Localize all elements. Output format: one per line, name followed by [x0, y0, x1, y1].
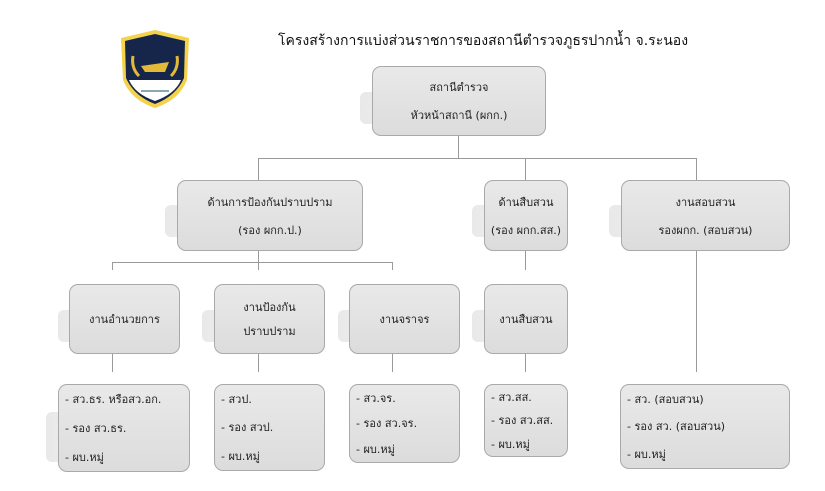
- staff-item: - รอง สว. (สอบสวน): [627, 420, 726, 434]
- org-node-investigation-division: ด้านสืบสวน (รอง ผกก.สส.): [484, 180, 568, 251]
- node-subtitle: รองผกก. (สอบสวน): [658, 223, 753, 237]
- staff-item: - สว. (สอบสวน): [627, 392, 704, 406]
- staff-item: - ผบ.หมู่: [221, 449, 260, 463]
- org-node-investigation-unit: งานสืบสวน: [484, 284, 568, 354]
- staff-list-admin: - สว.ธร. หรือสว.อก. - รอง สว.ธร. - ผบ.หม…: [58, 384, 190, 472]
- staff-item: - สว.จร.: [356, 391, 396, 405]
- staff-item: - สว.สส.: [491, 390, 532, 404]
- staff-item: - รอง สว.ธร.: [65, 421, 127, 435]
- staff-list-inquiry: - สว. (สอบสวน) - รอง สว. (สอบสวน) - ผบ.ห…: [620, 384, 790, 469]
- staff-item: - รอง สว.จร.: [356, 417, 418, 431]
- connector: [525, 354, 526, 372]
- connector: [112, 262, 393, 263]
- connector: [258, 251, 259, 270]
- org-node-traffic-unit: งานจราจร: [349, 284, 460, 354]
- staff-item: - ผบ.หมู่: [491, 438, 530, 452]
- node-title-line2: ปราบปราม: [243, 325, 296, 338]
- staff-item: - รอง สว.สส.: [491, 414, 554, 428]
- node-title: สถานีตำรวจ: [429, 81, 489, 94]
- node-title: งานจราจร: [379, 313, 430, 326]
- staff-list-suppression: - สวป. - รอง สวป. - ผบ.หมู่: [214, 384, 325, 471]
- node-title: งานสอบสวน: [675, 195, 736, 209]
- org-node-inquiry-division: งานสอบสวน รองผกก. (สอบสวน): [621, 180, 790, 251]
- staff-item: - สว.ธร. หรือสว.อก.: [65, 393, 162, 407]
- connector: [525, 158, 526, 180]
- police-station-logo: [121, 30, 189, 108]
- staff-item: - ผบ.หมู่: [356, 443, 395, 457]
- connector: [458, 136, 459, 158]
- connector: [258, 158, 259, 180]
- node-subtitle: (รอง ผกก.ป.): [238, 223, 302, 237]
- org-node-prevention-division: ด้านการป้องกันปราบปราม (รอง ผกก.ป.): [177, 180, 363, 251]
- connector: [392, 354, 393, 372]
- node-title: ด้านการป้องกันปราบปราม: [207, 195, 333, 209]
- connector: [696, 158, 697, 180]
- staff-item: - ผบ.หมู่: [65, 450, 104, 464]
- staff-item: - ผบ.หมู่: [627, 448, 666, 462]
- connector: [258, 354, 259, 372]
- node-title: ด้านสืบสวน: [498, 195, 554, 209]
- node-title: งานอำนวยการ: [89, 313, 160, 326]
- connector: [392, 262, 393, 270]
- connector: [258, 158, 697, 159]
- connector: [696, 251, 697, 372]
- org-node-station-head: สถานีตำรวจ หัวหน้าสถานี (ผกก.): [372, 66, 546, 136]
- connector: [112, 262, 113, 270]
- node-subtitle: หัวหน้าสถานี (ผกก.): [410, 109, 508, 122]
- connector: [525, 251, 526, 270]
- staff-list-traffic: - สว.จร. - รอง สว.จร. - ผบ.หมู่: [349, 384, 460, 463]
- staff-item: - สวป.: [221, 393, 252, 407]
- node-subtitle: (รอง ผกก.สส.): [490, 223, 562, 237]
- node-title: งานสืบสวน: [499, 313, 553, 326]
- org-node-admin-unit: งานอำนวยการ: [69, 284, 180, 354]
- node-title: งานป้องกัน: [243, 301, 296, 314]
- org-node-suppression-unit: งานป้องกัน ปราบปราม: [214, 284, 325, 354]
- staff-item: - รอง สวป.: [221, 421, 274, 435]
- page-title: โครงสร้างการแบ่งส่วนราชการของสถานีตำรวจภ…: [278, 33, 689, 49]
- connector: [112, 354, 113, 372]
- staff-list-investigation: - สว.สส. - รอง สว.สส. - ผบ.หมู่: [484, 384, 568, 457]
